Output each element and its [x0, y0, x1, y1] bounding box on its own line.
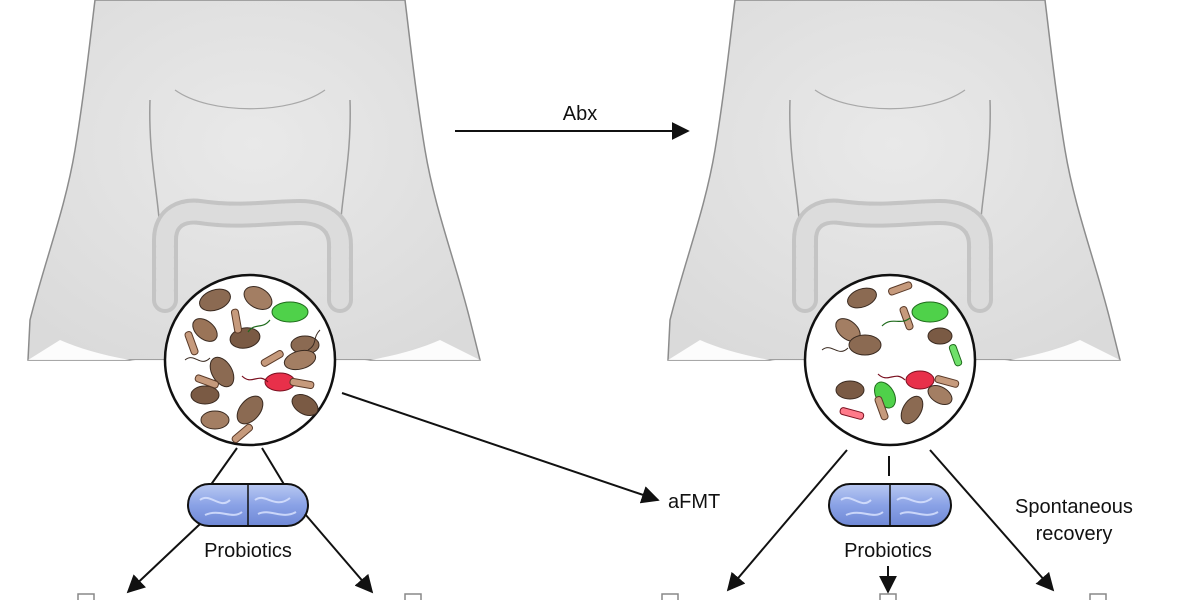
recovery-label-line2: recovery — [1036, 523, 1113, 545]
bacterium-green — [271, 301, 309, 323]
partial-icon-5 — [1089, 593, 1107, 600]
bacteria-cluster-left — [184, 286, 321, 444]
partial-icon-4 — [879, 593, 897, 600]
recovery-label-group: Spontaneous recovery — [1015, 496, 1133, 545]
bacterium-green — [911, 301, 949, 323]
arrow-right-down-right — [929, 449, 1055, 592]
probiotics-right-group: Probiotics — [726, 449, 1055, 594]
bottom-partial-icons — [77, 593, 1107, 600]
probiotics-right-label: Probiotics — [844, 540, 932, 562]
bacteria-cluster-right — [821, 281, 963, 425]
probiotics-left-label: Probiotics — [204, 540, 292, 562]
afmt-arrow-group: aFMT — [341, 392, 720, 513]
arrow-left-down-2 — [304, 513, 374, 594]
abx-label: Abx — [563, 103, 597, 125]
torso-right — [667, 0, 1121, 370]
recovery-label-line1: Spontaneous — [1015, 496, 1133, 518]
arrow-left-down-1 — [126, 523, 201, 594]
arrow-right-down-left — [726, 449, 848, 592]
torso-left — [27, 0, 481, 370]
abx-arrow-group: Abx — [455, 103, 690, 140]
microbiome-circle-right — [803, 273, 977, 447]
bacterium-red — [905, 370, 935, 390]
microbiome-circle-left — [163, 273, 337, 447]
partial-icon-2 — [404, 593, 422, 600]
partial-icon-3 — [661, 593, 679, 600]
afmt-arrow — [341, 392, 660, 504]
afmt-label: aFMT — [668, 491, 720, 513]
partial-icon-1 — [77, 593, 95, 600]
probiotics-left-group: Probiotics — [126, 447, 374, 594]
